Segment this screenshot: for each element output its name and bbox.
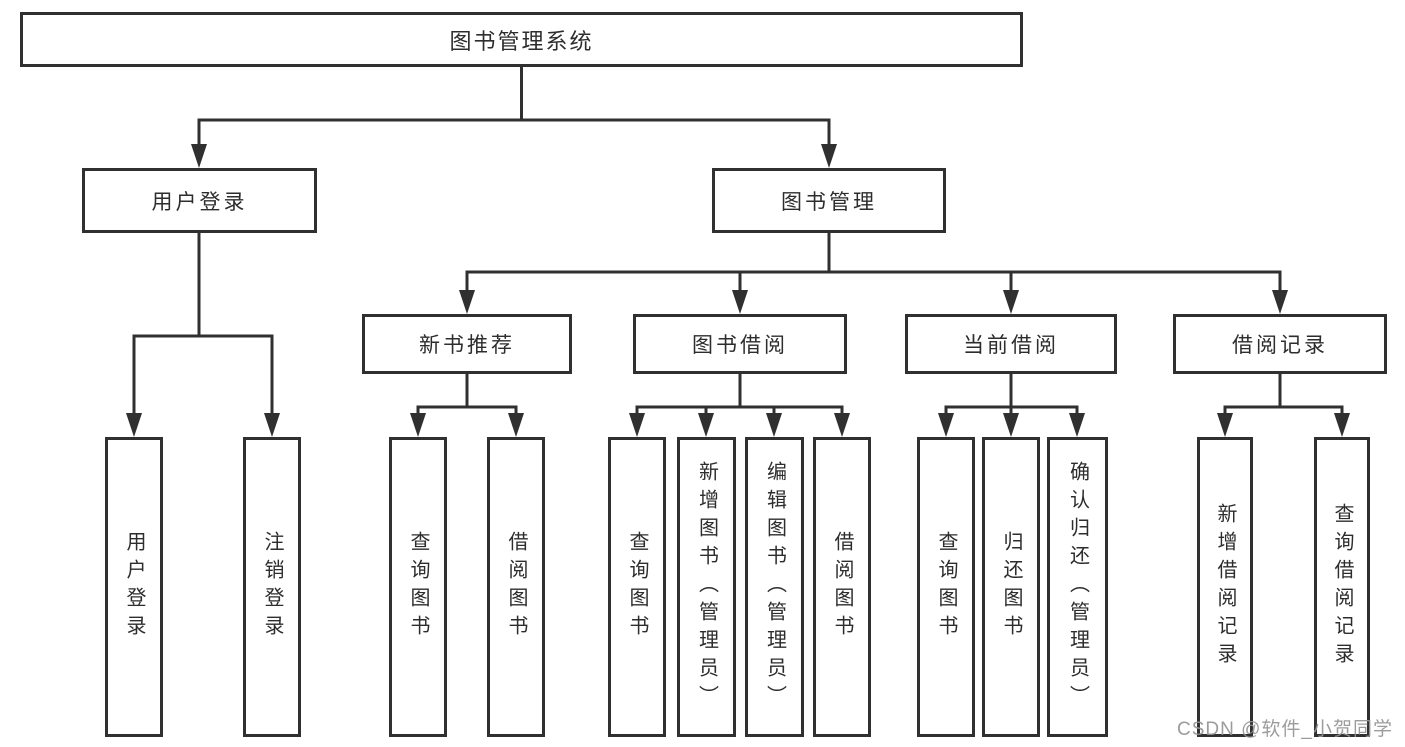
leaf-return-books: 归还图书	[982, 437, 1040, 737]
node-book-management: 图书管理	[712, 168, 946, 233]
leaf-borrow-books-recommend: 借阅图书	[487, 437, 545, 737]
leaf-add-books-admin: 新增图书（管理员）	[677, 437, 736, 737]
node-borrowing-records: 借阅记录	[1173, 314, 1387, 374]
leaf-user-login: 用户登录	[105, 437, 163, 737]
leaf-query-books-borrowing: 查询图书	[608, 437, 666, 737]
leaf-add-borrow-record: 新增借阅记录	[1197, 437, 1253, 737]
leaf-edit-books-admin: 编辑图书（管理员）	[745, 437, 804, 737]
node-current-borrowing: 当前借阅	[905, 314, 1117, 374]
node-library-management-system: 图书管理系统	[20, 12, 1023, 67]
leaf-borrow-books-borrowing: 借阅图书	[813, 437, 871, 737]
watermark: CSDN @软件_小贺同学	[1177, 719, 1393, 740]
leaf-confirm-return-admin: 确认归还（管理员）	[1047, 437, 1108, 737]
leaf-query-books-current: 查询图书	[917, 437, 975, 737]
node-book-borrowing: 图书借阅	[633, 314, 847, 374]
node-new-book-recommend: 新书推荐	[362, 314, 572, 374]
leaf-logout: 注销登录	[243, 437, 301, 737]
leaf-query-borrow-record: 查询借阅记录	[1314, 437, 1370, 737]
node-user-login: 用户登录	[82, 168, 317, 233]
leaf-query-books-recommend: 查询图书	[389, 437, 447, 737]
